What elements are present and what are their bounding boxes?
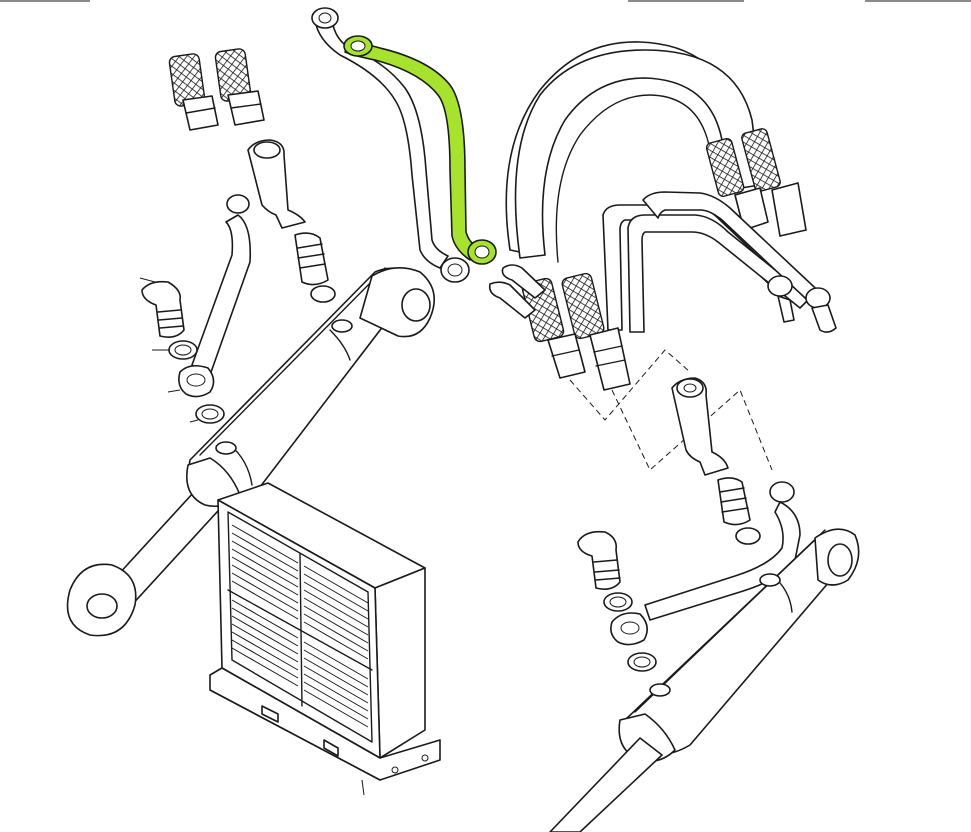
oil-cooler[interactable]	[209, 482, 441, 796]
left-cylinder-rod-eye	[66, 563, 137, 637]
left-banjo-bolt	[141, 280, 185, 338]
right-hydraulic-cylinder[interactable]	[549, 528, 860, 832]
left-hydraulic-cylinder[interactable]	[66, 267, 436, 637]
tube-pair-top-center[interactable]	[311, 7, 470, 283]
cooler-louvers	[231, 524, 369, 728]
right-hose-fitting-stack[interactable]	[644, 377, 801, 621]
left-hose-assembly[interactable]	[139, 48, 336, 424]
right-banjo-bolt[interactable]	[577, 530, 657, 672]
hydraulic-tube-highlighted[interactable]	[343, 35, 497, 265]
bent-steel-tubes[interactable]	[602, 191, 837, 333]
lower-hose-pair[interactable]	[488, 264, 631, 391]
dashed-connection-lines	[569, 349, 773, 471]
